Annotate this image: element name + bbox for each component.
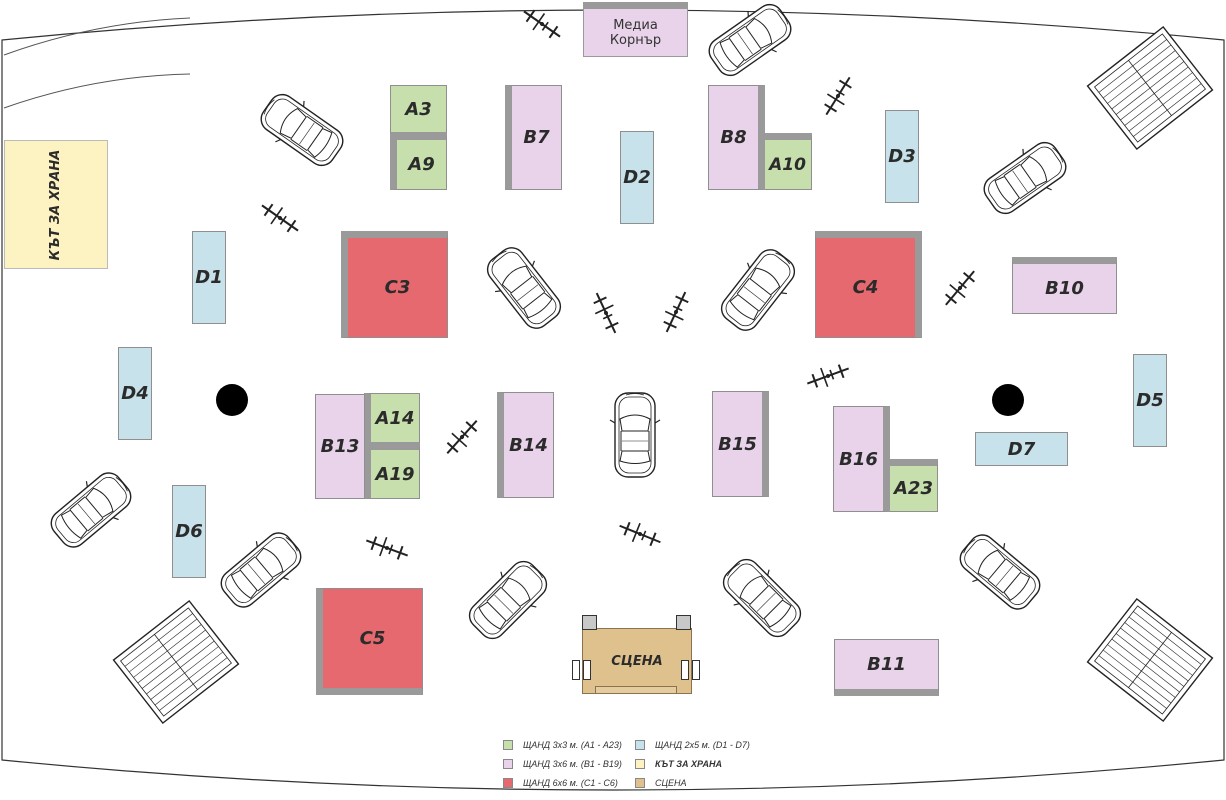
legend-swatch — [503, 759, 513, 769]
legend-label: ЩАНД 3х3 м. (А1 - А23) — [523, 740, 622, 750]
booth-a23[interactable]: A23 — [883, 459, 938, 512]
food-corner-label: КЪТ ЗА ХРАНА — [48, 149, 63, 260]
booth-d4[interactable]: D4 — [118, 347, 152, 440]
entrance-curve — [3, 73, 191, 109]
hall-outline — [1, 9, 1225, 791]
booth-d2[interactable]: D2 — [620, 131, 654, 224]
booth-b7[interactable]: B7 — [505, 85, 562, 190]
pillar-icon — [992, 384, 1024, 416]
legend-label: ЩАНД 2х5 м. (D1 - D7) — [655, 740, 750, 750]
food-corner[interactable]: КЪТ ЗА ХРАНА — [4, 140, 108, 269]
pillar-icon — [216, 384, 248, 416]
booth-c3[interactable]: C3 — [341, 231, 448, 338]
legend-item-std-d: ЩАНД 2х5 м. (D1 - D7) — [635, 740, 750, 750]
entrance-curve — [3, 17, 191, 56]
booth-b10[interactable]: B10 — [1012, 257, 1117, 314]
legend-label: КЪТ ЗА ХРАНА — [655, 759, 722, 769]
booth-c5[interactable]: C5 — [316, 588, 423, 695]
legend-item-std-c: ЩАНД 6х6 м. (С1 - С6) — [503, 778, 618, 788]
booth-c4[interactable]: C4 — [815, 231, 922, 338]
speaker-icon — [572, 660, 580, 680]
legend-swatch — [503, 778, 513, 788]
media-corner[interactable]: Медиа Корнър — [583, 2, 688, 57]
booth-a3[interactable]: A3 — [390, 85, 447, 139]
booth-d7[interactable]: D7 — [975, 432, 1068, 466]
legend-label: ЩАНД 6х6 м. (С1 - С6) — [523, 778, 618, 788]
booth-b15[interactable]: B15 — [712, 391, 769, 497]
booth-a9[interactable]: A9 — [390, 133, 447, 190]
legend-label: СЦЕНА — [655, 778, 687, 788]
stage-truss-post — [676, 615, 691, 630]
booth-d1[interactable]: D1 — [192, 231, 226, 324]
booth-b14[interactable]: B14 — [497, 392, 554, 498]
speaker-icon — [681, 660, 689, 680]
media-corner-label: Медиа — [613, 17, 658, 33]
legend-item-food: КЪТ ЗА ХРАНА — [635, 759, 722, 769]
legend-item-std-a: ЩАНД 3х3 м. (А1 - А23) — [503, 740, 622, 750]
speaker-icon — [583, 660, 591, 680]
booth-a14[interactable]: A14 — [364, 393, 420, 449]
speaker-icon — [692, 660, 700, 680]
legend-swatch — [635, 778, 645, 788]
booth-a10[interactable]: A10 — [757, 133, 812, 190]
booth-d3[interactable]: D3 — [885, 110, 919, 203]
legend-item-stage: СЦЕНА — [635, 778, 687, 788]
booth-d6[interactable]: D6 — [172, 485, 206, 578]
stage-truss-post — [582, 615, 597, 630]
legend-swatch — [503, 740, 513, 750]
booth-a19[interactable]: A19 — [364, 443, 420, 499]
stage-step — [595, 686, 677, 694]
legend-item-std-b: ЩАНД 3х6 м. (В1 - В19) — [503, 759, 622, 769]
legend-swatch — [635, 740, 645, 750]
booth-b8[interactable]: B8 — [708, 85, 765, 190]
booth-b16[interactable]: B16 — [833, 406, 890, 512]
booth-b13[interactable]: B13 — [315, 394, 365, 499]
booth-b11[interactable]: B11 — [834, 639, 939, 696]
media-corner-label: Корнър — [609, 32, 662, 48]
stage[interactable]: СЦЕНА — [582, 628, 692, 694]
legend-swatch — [635, 759, 645, 769]
car-icon — [609, 392, 661, 478]
legend-label: ЩАНД 3х6 м. (В1 - В19) — [523, 759, 622, 769]
booth-d5[interactable]: D5 — [1133, 354, 1167, 447]
